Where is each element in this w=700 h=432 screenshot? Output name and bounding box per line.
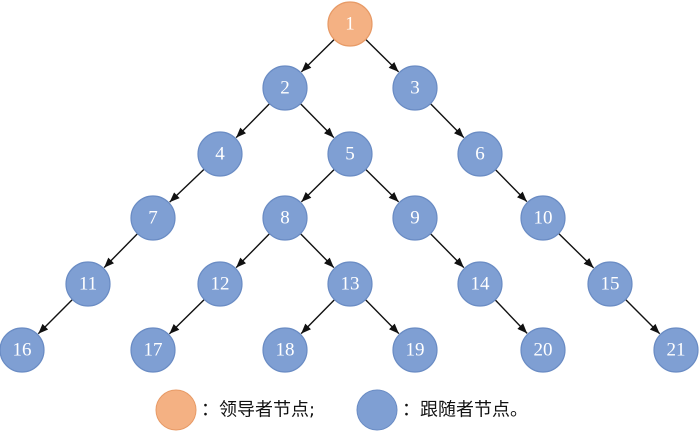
node-label: 16 <box>13 340 32 361</box>
node-10: 10 <box>520 195 566 241</box>
node-circle <box>653 327 699 373</box>
node-7: 7 <box>130 195 176 241</box>
legend-leader-label: ：领导者节点; <box>201 400 315 421</box>
node-label: 9 <box>410 208 420 229</box>
edge-4-7 <box>169 168 205 203</box>
node-label: 17 <box>144 340 163 361</box>
node-label: 20 <box>534 340 553 361</box>
node-label: 6 <box>475 144 485 165</box>
edge-10-15 <box>558 232 595 269</box>
edge-3-6 <box>429 103 465 139</box>
node-2: 2 <box>262 65 308 111</box>
node-13: 13 <box>327 261 373 307</box>
node-label: 11 <box>79 274 97 295</box>
edge-13-18 <box>300 299 336 335</box>
node-4: 4 <box>197 131 243 177</box>
edge-13-19 <box>364 299 400 335</box>
node-12: 12 <box>197 261 243 307</box>
node-label: 1 <box>345 14 355 35</box>
legend: ：领导者节点; ：跟随者节点。 <box>155 389 528 431</box>
node-circle <box>457 131 503 177</box>
node-circle <box>520 327 566 373</box>
node-label: 19 <box>406 340 425 361</box>
edge-11-16 <box>37 299 73 335</box>
edge-14-20 <box>494 299 528 334</box>
node-label: 8 <box>280 208 290 229</box>
edge-7-11 <box>103 233 139 269</box>
node-circle <box>520 195 566 241</box>
node-label: 10 <box>534 208 553 229</box>
node-circle <box>327 261 373 307</box>
node-15: 15 <box>587 261 633 307</box>
edges-layer <box>37 38 661 335</box>
edge-6-10 <box>494 169 528 203</box>
node-14: 14 <box>457 261 503 307</box>
edge-1-2 <box>300 38 335 73</box>
node-16: 16 <box>0 327 45 373</box>
legend-follower-label: ：跟随者节点。 <box>402 400 528 421</box>
node-circle <box>262 327 308 373</box>
edge-2-5 <box>299 103 335 139</box>
edge-8-13 <box>299 233 335 269</box>
node-label: 4 <box>215 144 225 165</box>
node-circle <box>392 327 438 373</box>
node-label: 5 <box>345 144 355 165</box>
node-17: 17 <box>130 327 176 373</box>
node-18: 18 <box>262 327 308 373</box>
node-21: 21 <box>653 327 699 373</box>
node-label: 7 <box>148 208 158 229</box>
node-label: 3 <box>410 78 420 99</box>
node-circle <box>327 131 373 177</box>
legend-leader-swatch <box>155 389 197 431</box>
edge-1-3 <box>365 38 400 73</box>
node-label: 13 <box>341 274 360 295</box>
edge-5-8 <box>300 168 335 203</box>
node-6: 6 <box>457 131 503 177</box>
node-5: 5 <box>327 131 373 177</box>
node-circle <box>130 195 176 241</box>
edge-2-4 <box>235 103 271 139</box>
node-label: 21 <box>667 340 686 361</box>
node-circle <box>65 261 111 307</box>
node-circle <box>457 261 503 307</box>
node-3: 3 <box>392 65 438 111</box>
node-1: 1 <box>327 1 373 47</box>
node-circle <box>262 65 308 111</box>
node-circle <box>392 65 438 111</box>
node-9: 9 <box>392 195 438 241</box>
edge-5-9 <box>365 168 400 203</box>
edge-15-21 <box>625 299 661 335</box>
node-circle <box>587 261 633 307</box>
node-8: 8 <box>262 195 308 241</box>
node-circle <box>392 195 438 241</box>
edge-12-17 <box>168 298 205 335</box>
node-19: 19 <box>392 327 438 373</box>
node-11: 11 <box>65 261 111 307</box>
node-circle <box>262 195 308 241</box>
node-label: 18 <box>276 340 295 361</box>
node-label: 12 <box>211 274 230 295</box>
node-circle <box>197 261 243 307</box>
edge-9-14 <box>429 233 465 269</box>
node-label: 14 <box>471 274 491 295</box>
edge-8-12 <box>235 233 271 269</box>
node-label: 15 <box>601 274 620 295</box>
legend-follower-swatch <box>356 389 398 431</box>
node-circle <box>0 327 45 373</box>
node-20: 20 <box>520 327 566 373</box>
node-label: 2 <box>280 78 290 99</box>
node-circle <box>327 1 373 47</box>
node-circle <box>130 327 176 373</box>
node-circle <box>197 131 243 177</box>
